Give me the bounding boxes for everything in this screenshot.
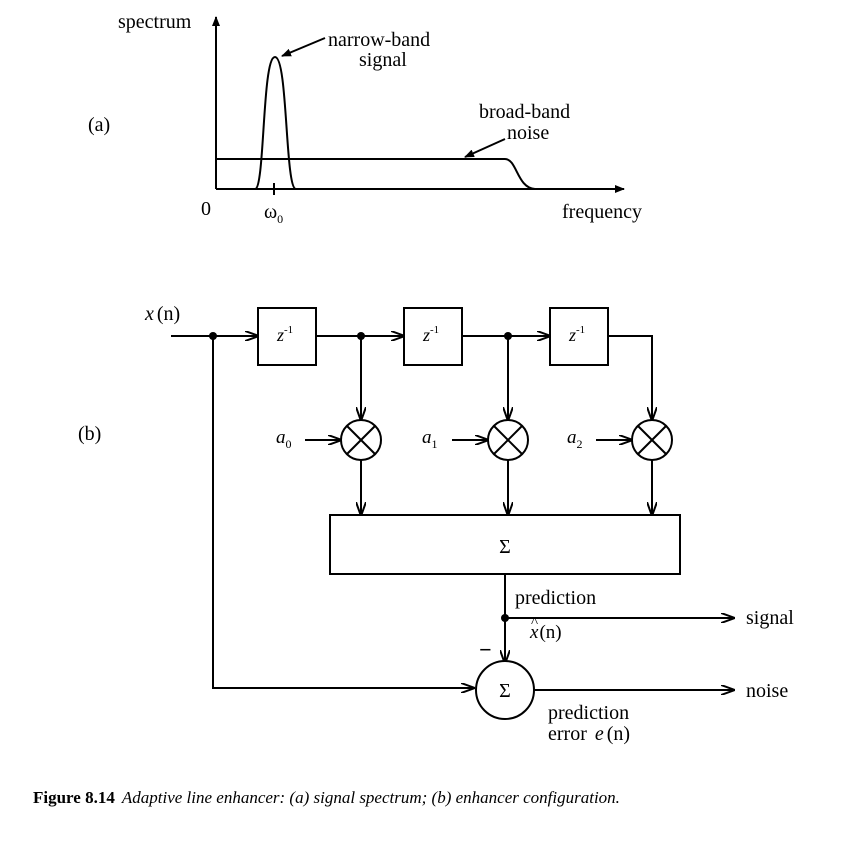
tap-3-line (608, 335, 652, 420)
x-axis-label: frequency (562, 201, 642, 223)
narrow-band-label-line1: narrow-band (328, 29, 430, 51)
broad-band-pointer-arrow (464, 138, 506, 158)
summation-block (329, 514, 681, 575)
delay-block-1 (257, 307, 317, 366)
delay-block-2 (403, 307, 463, 366)
narrow-band-pointer-arrow (281, 37, 326, 57)
summation-block-symbol: Σ (499, 536, 511, 558)
coefficient-a2-label: a2 (567, 427, 583, 451)
narrow-band-label-line2: signal (359, 49, 407, 71)
minus-sign: − (479, 637, 492, 662)
delay-block-3-label: z-1 (568, 324, 585, 345)
bypass-line (212, 336, 474, 688)
error-summer-symbol: Σ (499, 680, 511, 702)
origin-label: 0 (201, 198, 211, 220)
input-label: x(n) (144, 303, 180, 325)
noise-output-label: noise (746, 680, 788, 702)
delay-block-1-label: z-1 (276, 324, 293, 345)
enhancer-diagram: (b) x(n) z-1 z-1 z-1 (78, 303, 794, 745)
broad-band-label-line2: noise (507, 122, 549, 144)
delay-block-2-label: z-1 (422, 324, 439, 345)
multiplier-3 (631, 419, 673, 461)
narrow-band-signal-curve (254, 55, 297, 190)
omega0-label: ω0 (264, 201, 283, 226)
multiplier-1 (340, 419, 382, 461)
spectrum-plot: (a) spectrum frequency 0 ω0 narrow-band … (88, 11, 642, 226)
prediction-label: prediction (515, 587, 596, 609)
y-axis-label: spectrum (118, 11, 192, 33)
part-a-label: (a) (88, 114, 110, 136)
coefficient-a0-label: a0 (276, 427, 292, 451)
coefficient-a1-label: a1 (422, 427, 438, 451)
xhat-label: x(n) (529, 622, 562, 643)
part-b-label: (b) (78, 423, 101, 445)
prediction-error-label-line1: prediction (548, 702, 629, 724)
multiplier-2 (487, 419, 529, 461)
delay-block-3 (549, 307, 609, 366)
xhat-hat: ^ (531, 615, 538, 631)
broad-band-label-line1: broad-band (479, 101, 570, 123)
signal-output-label: signal (746, 607, 794, 629)
broad-band-noise-curve (216, 158, 536, 190)
